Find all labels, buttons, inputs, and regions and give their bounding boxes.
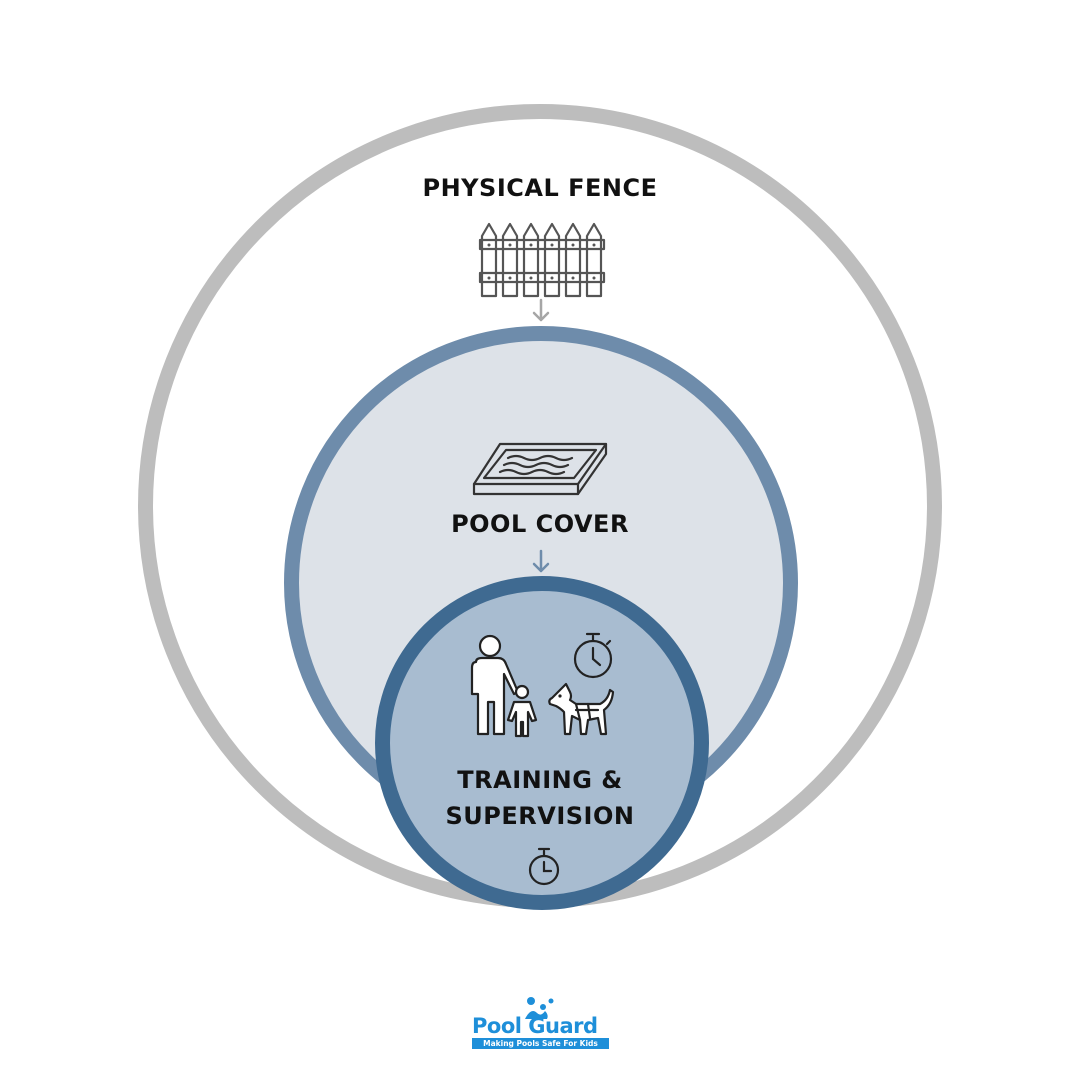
pool-cover-label: POOL COVER [451,510,629,538]
fence-icon [478,222,606,298]
pool-guard-logo: Pool Guard Making Pools Safe For Kids [460,995,620,1055]
pool-cover-icon [472,442,608,496]
logo-tagline: Making Pools Safe For Kids [472,1038,609,1049]
training-label-line1: TRAINING & [457,766,623,794]
adult-child-icon [470,634,538,738]
training-supervision-label: TRAINING & SUPERVISION [380,762,700,834]
dog-icon [548,682,615,736]
physical-fence-label: PHYSICAL FENCE [422,174,658,202]
timer-icon [528,847,560,886]
logo-name: Pool Guard [472,1014,598,1038]
training-label-line2: SUPERVISION [445,802,635,830]
arrow-down-icon [532,549,550,573]
stopwatch-icon [573,632,613,679]
water-splash-icon [525,997,554,1019]
arrow-down-icon [532,298,550,322]
